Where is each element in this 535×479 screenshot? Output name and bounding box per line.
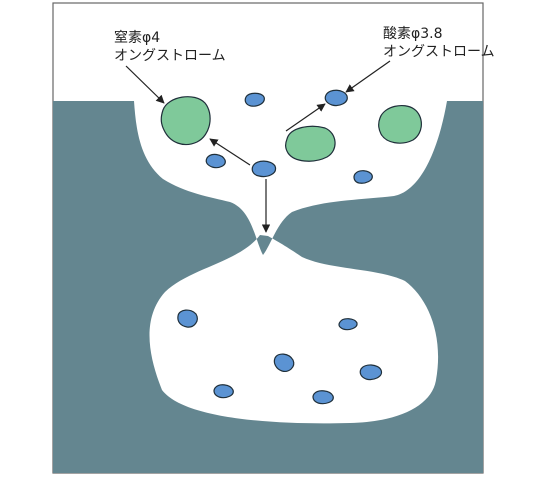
blocked-arrow: [209, 138, 251, 166]
oxygen-molecule: [213, 384, 234, 399]
oxygen-molecules: [177, 89, 383, 405]
oxygen-molecule: [359, 364, 383, 381]
oxygen-molecule: [338, 318, 358, 331]
oxygen-molecule: [273, 353, 295, 372]
nitrogen-molecule: [378, 105, 422, 144]
nitrogen-molecule: [285, 125, 336, 162]
nitrogen-label-line2: オングストローム: [114, 48, 226, 64]
sieve-solid: [53, 101, 483, 473]
oxygen-molecule: [353, 170, 373, 184]
nitrogen-molecule: [160, 96, 211, 146]
label-pointer-nitrogen: [125, 65, 165, 104]
oxygen-molecule: [251, 160, 277, 178]
oxygen-label: 酸素φ3.8 オングストローム: [383, 25, 495, 61]
oxygen-label-line2: オングストローム: [383, 44, 495, 60]
nitrogen-label-line1: 窒素φ4: [114, 30, 161, 46]
oxygen-molecule: [177, 309, 198, 328]
oxygen-molecule: [244, 92, 265, 107]
arrows: [125, 60, 391, 233]
adsorb-arrow: [285, 103, 326, 132]
oxygen-molecule: [324, 89, 348, 107]
oxygen-molecule: [312, 390, 334, 405]
nitrogen-molecules: [160, 96, 422, 162]
label-pointer-oxygen: [345, 60, 391, 93]
oxygen-label-line1: 酸素φ3.8: [383, 26, 443, 42]
nitrogen-label: 窒素φ4 オングストローム: [114, 29, 226, 65]
oxygen-molecule: [205, 153, 226, 169]
